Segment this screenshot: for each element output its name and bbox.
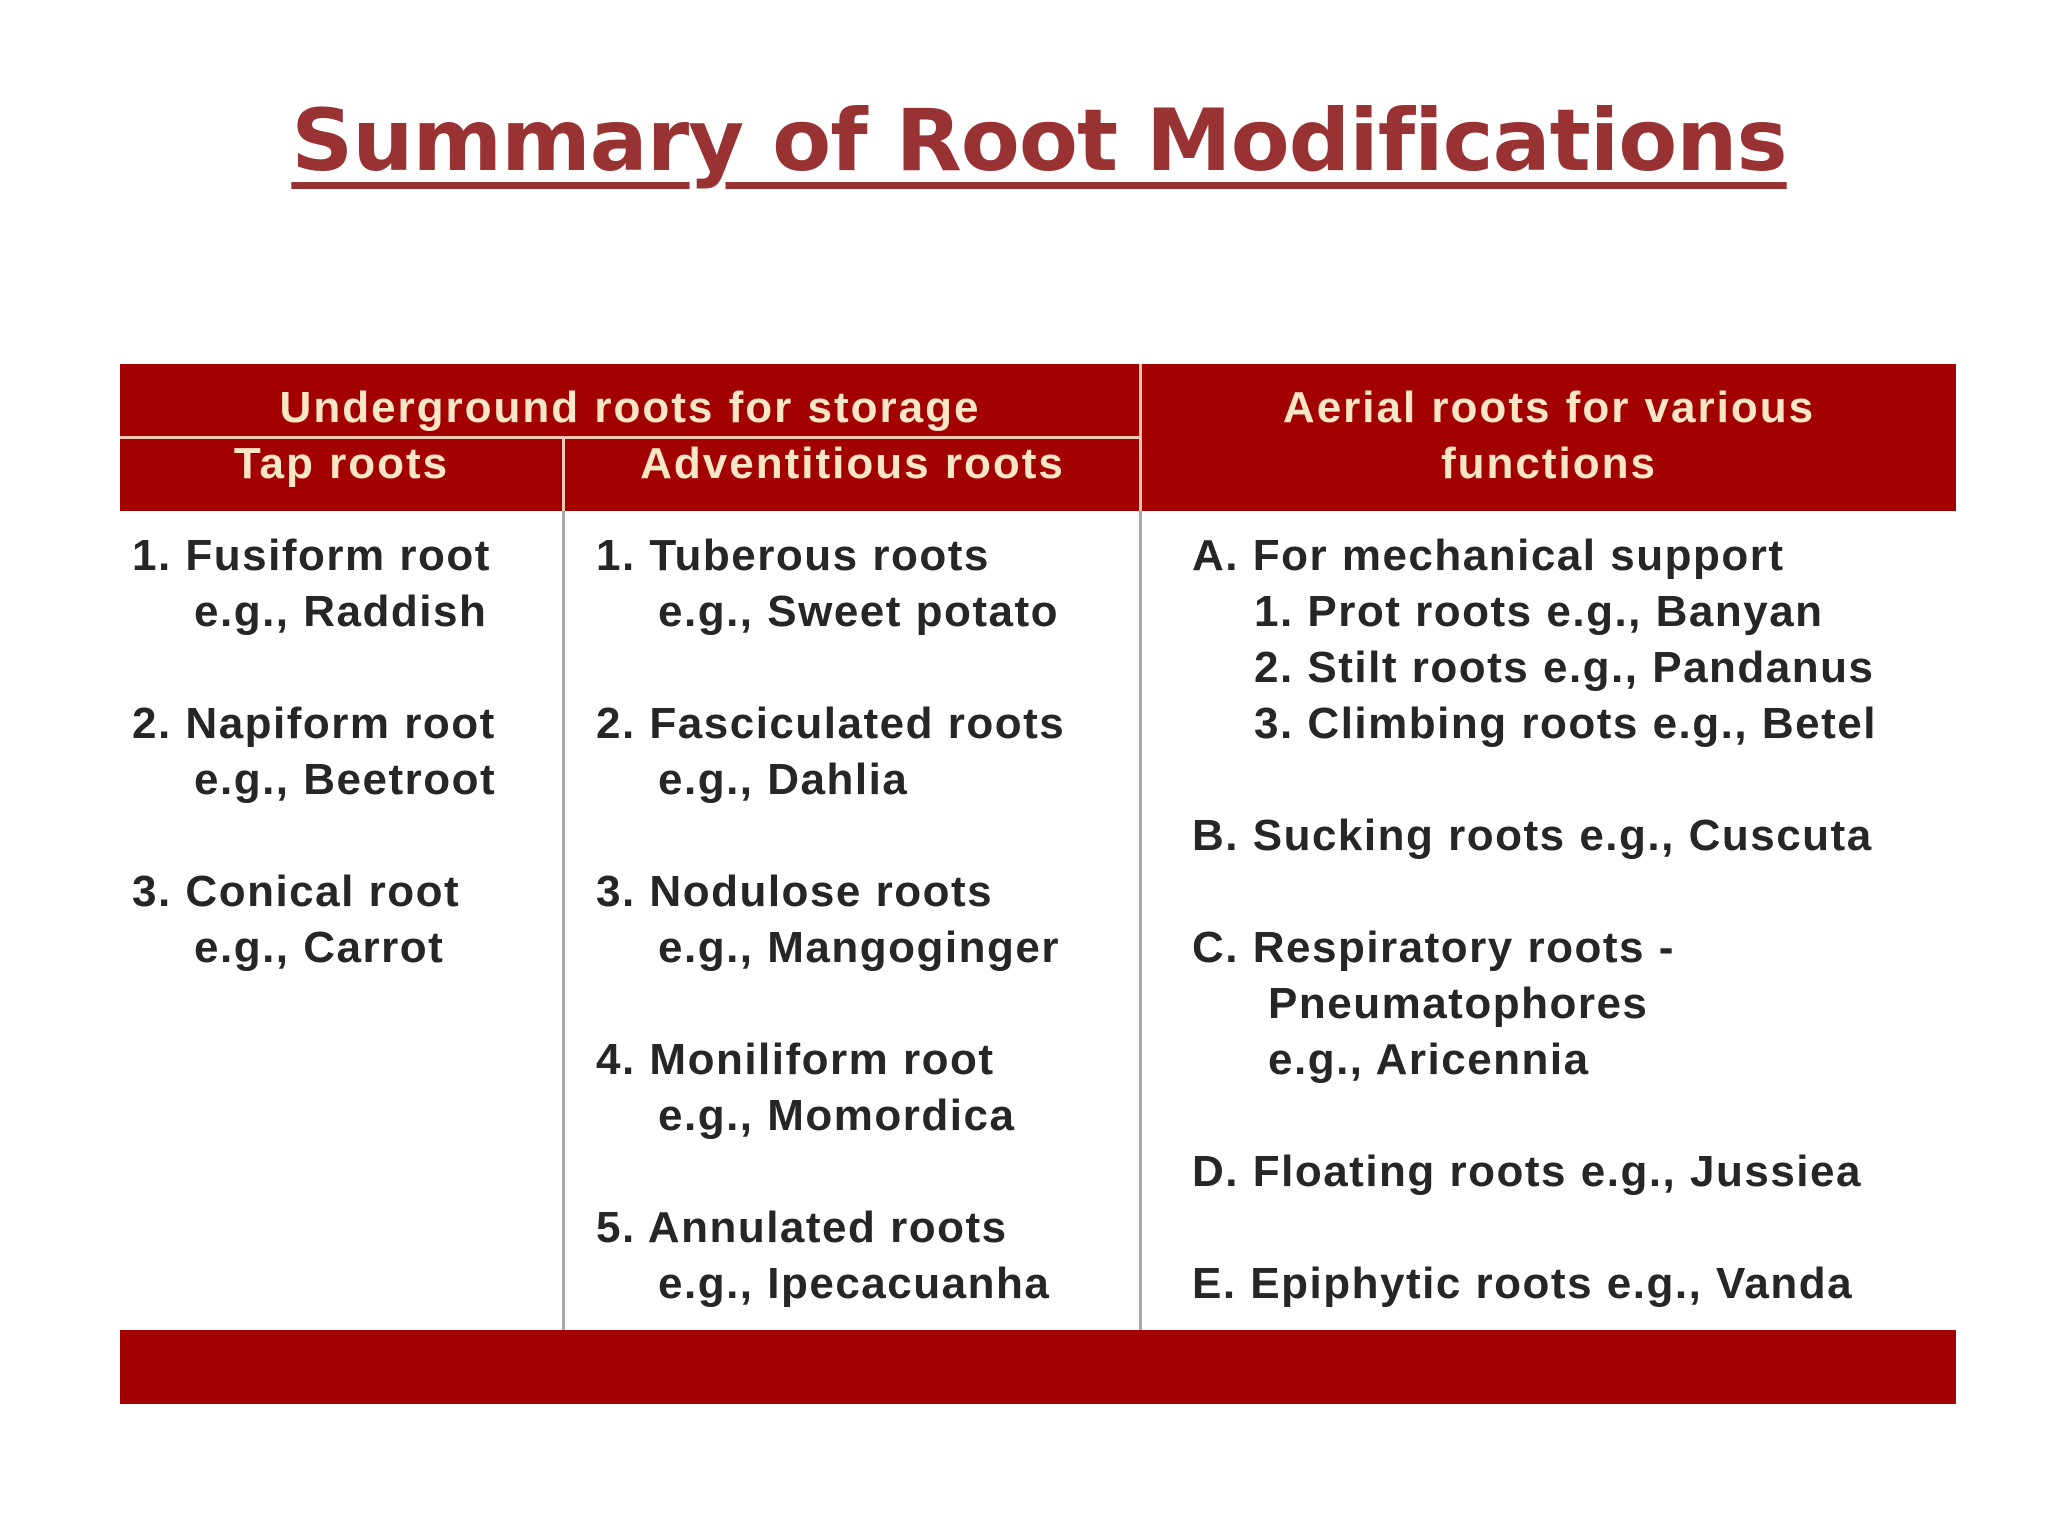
header-aerial-line2: functions xyxy=(1441,439,1657,488)
column-divider-aerial xyxy=(1139,511,1142,1330)
header-underground-divider xyxy=(120,436,1140,439)
table-header: Underground roots for storage Tap roots … xyxy=(120,364,1956,511)
adventitious-root-example: e.g., Sweet potato xyxy=(658,587,1060,636)
aerial-a-item: 1. Prot roots e.g., Banyan xyxy=(1254,587,1824,636)
tap-root-name: 1. Fusiform root xyxy=(132,531,491,580)
tap-root-example: e.g., Beetroot xyxy=(194,755,497,804)
tap-root-name: 3. Conical root xyxy=(132,867,461,916)
adventitious-root-name: 1. Tuberous roots xyxy=(596,531,990,580)
tap-root-example: e.g., Carrot xyxy=(194,923,445,972)
header-aerial-line1: Aerial roots for various xyxy=(1282,383,1816,432)
adventitious-root-name: 4. Moniliform root xyxy=(596,1035,995,1084)
table-footer-band xyxy=(120,1330,1956,1404)
aerial-d: D. Floating roots e.g., Jussiea xyxy=(1192,1147,1862,1196)
slide-title: Summary of Root Modifications xyxy=(291,91,1787,191)
aerial-a-item: 2. Stilt roots e.g., Pandanus xyxy=(1254,643,1875,692)
aerial-b: B. Sucking roots e.g., Cuscuta xyxy=(1192,811,1873,860)
adventitious-root-name: 2. Fasciculated roots xyxy=(596,699,1066,748)
root-modifications-table: Underground roots for storage Tap roots … xyxy=(120,364,1956,1404)
adventitious-root-example: e.g., Momordica xyxy=(658,1091,1016,1140)
aerial-c-line2: Pneumatophores xyxy=(1268,979,1649,1028)
tap-root-name: 2. Napiform root xyxy=(132,699,496,748)
header-tap-roots: Tap roots xyxy=(233,439,450,488)
aerial-c-line3: e.g., Aricennia xyxy=(1268,1035,1590,1084)
adventitious-root-example: e.g., Ipecacuanha xyxy=(658,1259,1051,1308)
header-underground: Underground roots for storage xyxy=(279,383,981,432)
header-aerial-divider xyxy=(1139,364,1142,511)
adventitious-root-name: 3. Nodulose roots xyxy=(596,867,994,916)
adventitious-root-example: e.g., Dahlia xyxy=(658,755,909,804)
aerial-a-title: A. For mechanical support xyxy=(1192,531,1785,580)
column-divider-tap xyxy=(562,511,565,1330)
adventitious-root-name: 5. Annulated roots xyxy=(596,1203,1008,1252)
tap-root-example: e.g., Raddish xyxy=(194,587,488,636)
header-adventitious-roots: Adventitious roots xyxy=(640,439,1065,488)
aerial-a-item: 3. Climbing roots e.g., Betel xyxy=(1254,699,1877,748)
adventitious-root-example: e.g., Mangoginger xyxy=(658,923,1060,972)
header-tap-divider xyxy=(562,439,565,511)
aerial-c-line1: C. Respiratory roots - xyxy=(1192,923,1675,972)
aerial-e: E. Epiphytic roots e.g., Vanda xyxy=(1192,1259,1854,1308)
